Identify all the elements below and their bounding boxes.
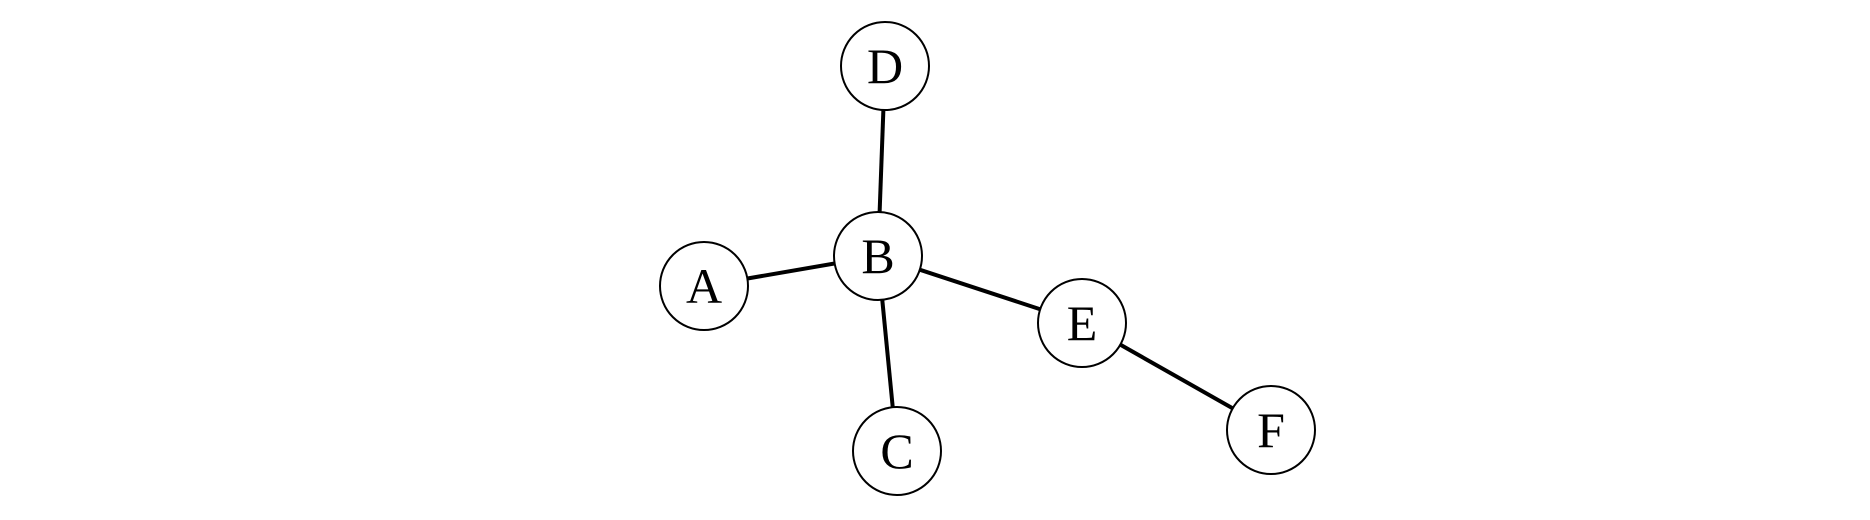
node-label-B: B [861, 228, 894, 284]
node-E: E [1037, 278, 1127, 368]
node-label-E: E [1067, 295, 1098, 351]
node-B: B [833, 211, 923, 301]
node-label-A: A [686, 258, 722, 314]
node-circle-E [1037, 278, 1127, 368]
edge-layer [703, 65, 1272, 452]
node-D: D [840, 21, 930, 111]
node-label-D: D [867, 38, 903, 94]
node-circle-F [1226, 385, 1316, 475]
node-circle-D [840, 21, 930, 111]
node-circle-C [852, 406, 942, 496]
node-A: A [659, 241, 749, 331]
node-C: C [852, 406, 942, 496]
node-circle-B [833, 211, 923, 301]
node-circle-A [659, 241, 749, 331]
node-F: F [1226, 385, 1316, 475]
node-label-F: F [1257, 402, 1285, 458]
node-layer: A B C D E F [659, 21, 1316, 496]
node-label-C: C [880, 423, 913, 479]
